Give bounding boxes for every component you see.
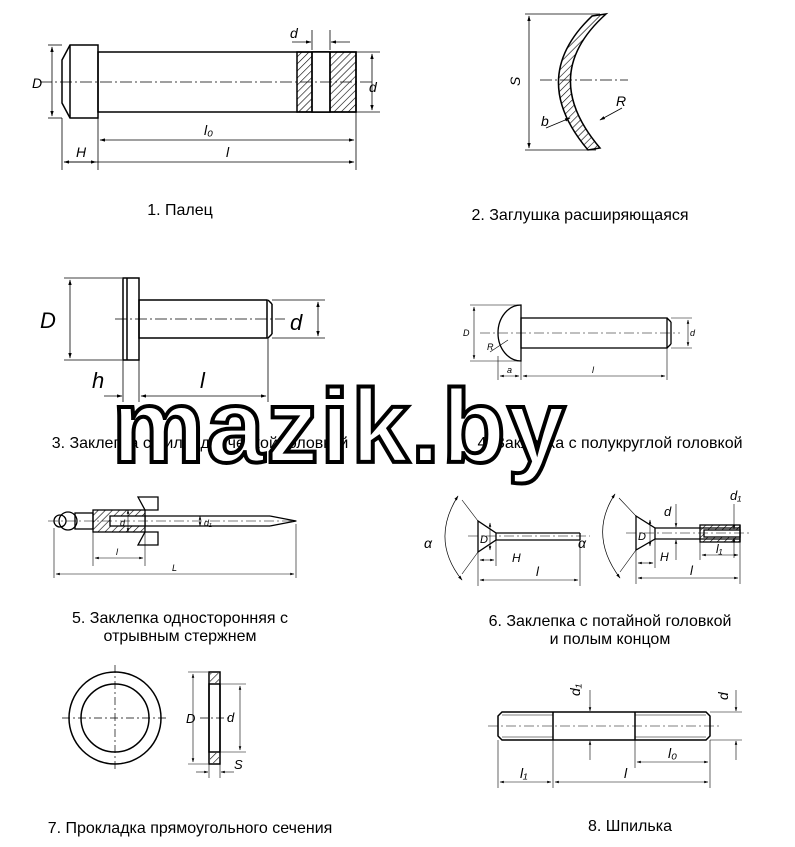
- gasket-D-label: D: [186, 711, 195, 726]
- cyl-D-label: D: [40, 308, 56, 333]
- gasket-drawing: D d S: [62, 665, 246, 778]
- stud-drawing: d₁ d l₀ l₁ l: [488, 683, 742, 788]
- cyl-d-label: d: [290, 310, 303, 335]
- cs2-d-label: d: [664, 504, 672, 519]
- round-rivet-drawing: D d a l R: [463, 304, 696, 380]
- cs2-alpha-label: α: [578, 535, 587, 551]
- blind-d-label: d: [120, 518, 126, 528]
- stud-d-label: d: [715, 691, 731, 700]
- pin-drawing: D d d l₀ l H: [32, 25, 380, 170]
- caption-stud: 8. Шпилька: [588, 818, 672, 835]
- caption-countersunk-rivet-line1: 6. Заклепка с потайной головкой: [488, 613, 732, 630]
- plug-b-label: b: [541, 113, 549, 129]
- cylinder-rivet-drawing: D d h l: [40, 277, 325, 402]
- cyl-l-label: l: [200, 368, 206, 393]
- pin-d-top-label: d: [290, 25, 299, 41]
- round-d-label: d: [690, 328, 696, 338]
- stud-l0-label: l₀: [668, 745, 677, 761]
- caption-blind-rivet-line1: 5. Заклепка односторонняя с: [71, 610, 289, 627]
- round-D-label: D: [463, 328, 470, 338]
- cs2-l-label: l: [690, 563, 694, 578]
- caption-gasket: 7. Прокладка прямоугольного сечения: [47, 820, 333, 837]
- pin-d-label: d: [369, 79, 378, 95]
- caption-pin: 1. Палец: [147, 202, 213, 219]
- cs2-l1-label: l₁: [716, 542, 723, 556]
- cs-H-label: H: [512, 551, 521, 565]
- gasket-d-label: d: [227, 710, 235, 725]
- plug-drawing: S b R: [507, 12, 628, 151]
- cs2-d1-label: d₁: [730, 488, 741, 503]
- cyl-h-label: h: [92, 368, 104, 393]
- cs-D-label: D: [480, 534, 488, 546]
- watermark: mazik.by: [110, 369, 568, 485]
- plug-R-label: R: [616, 93, 626, 109]
- blind-l-label: l: [116, 547, 119, 557]
- stud-l1-label: l₁: [520, 765, 528, 781]
- caption-blind-rivet-line2: отрывным стержнем: [103, 628, 257, 645]
- caption-cylinder-rivet: 3. Заклепка с цилиндрической головкой: [51, 435, 349, 452]
- cs-alpha-label: α: [424, 535, 433, 551]
- countersunk-rivet-drawing: α D H l α D: [424, 488, 752, 586]
- pin-H-label: H: [76, 144, 87, 160]
- caption-plug: 2. Заглушка расширяющаяся: [471, 207, 689, 224]
- round-a-label: a: [507, 365, 512, 375]
- blind-L-label: L: [172, 563, 177, 573]
- blind-d1-label: d₁: [204, 518, 212, 528]
- blind-rivet-drawing: l L d d₁: [48, 496, 300, 578]
- caption-countersunk-rivet-line2: и полым концом: [549, 631, 671, 648]
- stud-l-label: l: [624, 765, 628, 781]
- round-l-label: l: [592, 365, 595, 375]
- pin-l-label: l: [226, 144, 230, 160]
- stud-d1-label: d₁: [567, 683, 583, 696]
- round-R-label: R: [487, 342, 494, 352]
- cs-l-label: l: [536, 564, 540, 579]
- caption-round-rivet: 4. Заклепка с полукруглой головкой: [477, 435, 743, 452]
- gasket-S-label: S: [234, 757, 243, 772]
- pin-l0-label: l₀: [204, 122, 213, 138]
- cs2-D-label: D: [638, 531, 646, 543]
- pin-D-label: D: [32, 75, 42, 91]
- cs2-H-label: H: [660, 550, 669, 564]
- plug-S-label: S: [507, 76, 523, 86]
